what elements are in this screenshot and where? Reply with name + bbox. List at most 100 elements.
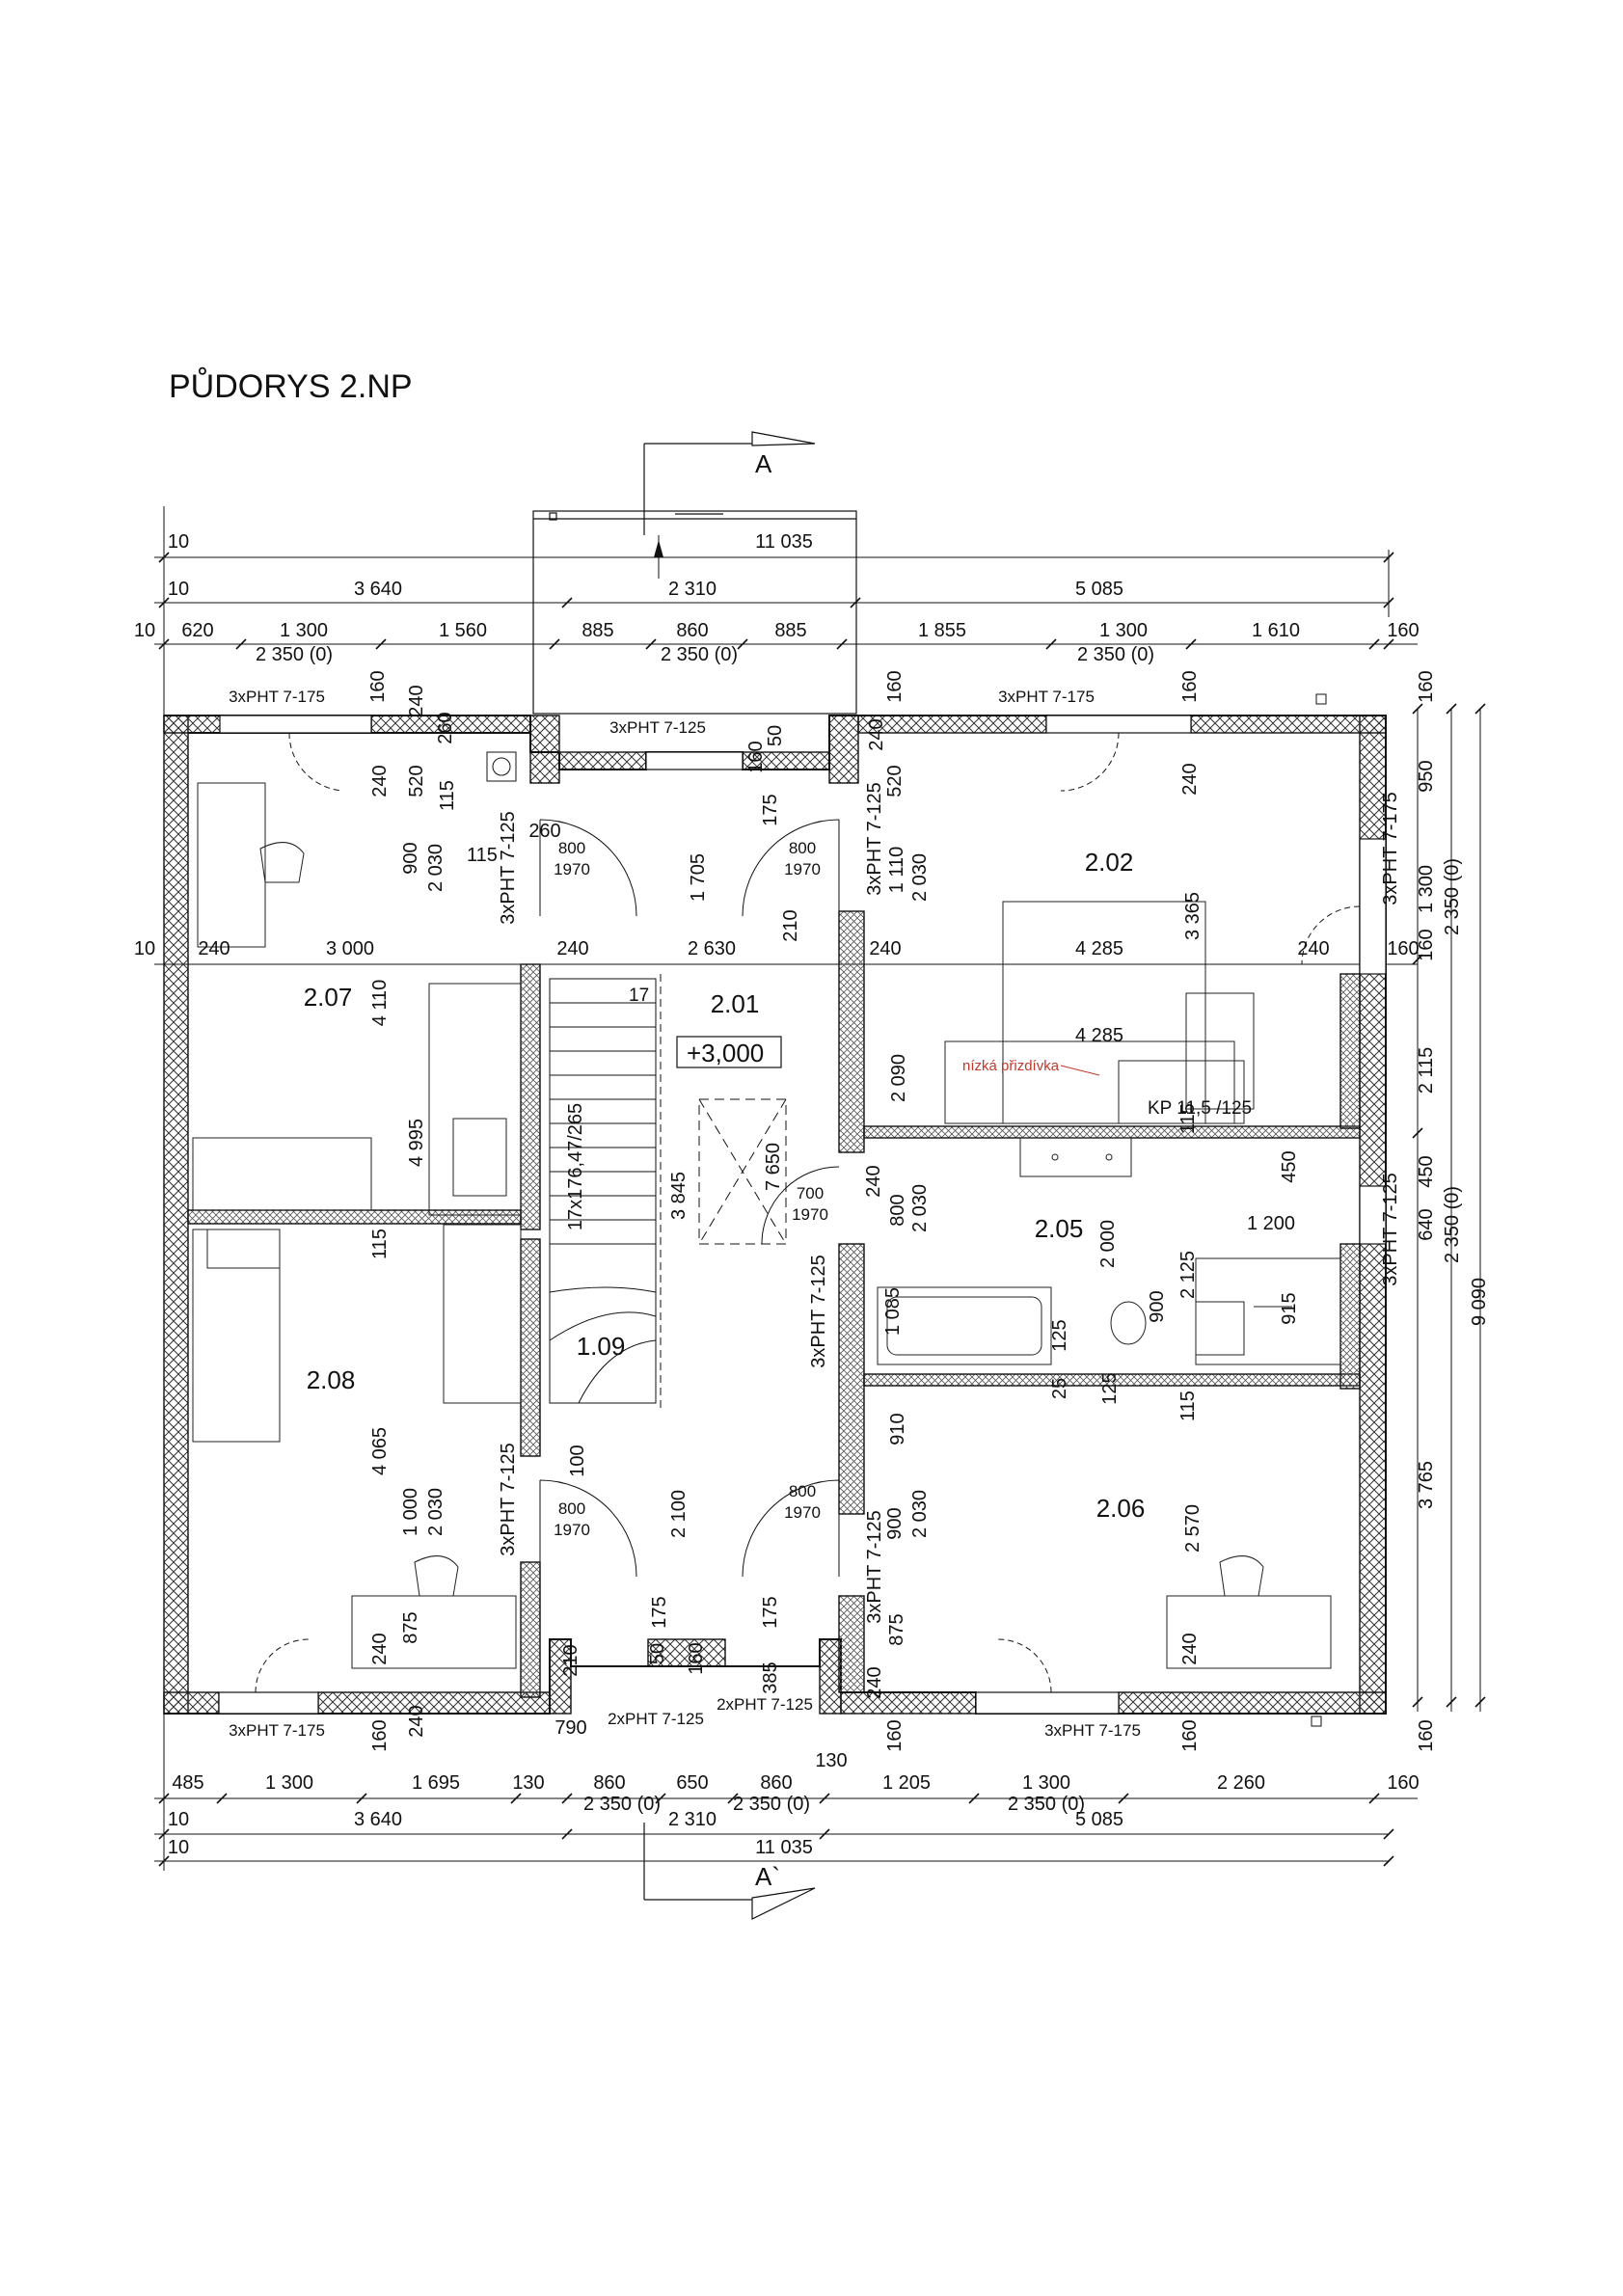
staircase	[549, 974, 787, 1408]
door-width: 700	[797, 1184, 824, 1202]
door-height: 1970	[784, 860, 821, 878]
dimension-label: 1 300	[1022, 1772, 1070, 1794]
stair-step-count: 17	[629, 986, 649, 1006]
dimension-label-vertical: 900	[400, 842, 421, 874]
window-tag: 3xPHT 7-175	[998, 688, 1095, 706]
dimension-label-vertical: 3 365	[1182, 892, 1204, 940]
room-label: 1.09	[577, 1332, 626, 1361]
dimension-label-vertical: 175	[760, 1596, 781, 1628]
dimension-label-vertical: 260	[435, 712, 456, 743]
top-balcony-outline	[532, 510, 857, 715]
door-width: 800	[789, 839, 816, 857]
dimension-label-vertical: 875	[400, 1611, 421, 1643]
dimension-label-vertical: 450	[1279, 1150, 1300, 1182]
dimension-label-vertical: 7 650	[763, 1143, 784, 1191]
dimension-label-vertical: 1 000	[400, 1488, 421, 1536]
furniture	[192, 782, 1341, 1669]
dimension-label: 11 035	[755, 1837, 813, 1858]
dimension-label-vertical: 4 995	[406, 1119, 427, 1167]
dimension-label: 790	[555, 1717, 586, 1739]
dimension-label: 1 855	[918, 620, 966, 641]
dimension-label-vertical: 160	[884, 670, 906, 702]
dimension-label-vertical: 950	[1416, 760, 1437, 792]
dimension-label-vertical: 175	[649, 1596, 670, 1628]
dimension-label-vertical: 1 085	[882, 1287, 904, 1336]
dimension-ticks	[158, 552, 1486, 1867]
interior-walls	[187, 910, 1361, 1698]
dimension-label: 2 350 (0)	[1008, 1794, 1085, 1815]
dimension-label-vertical: 910	[887, 1413, 908, 1445]
dimension-label-vertical: 115	[1177, 1103, 1199, 1134]
dimension-label-vertical: 160	[1416, 670, 1437, 702]
dimension-label-vertical: 25	[1049, 1378, 1070, 1399]
dimension-label: 2 260	[1217, 1772, 1265, 1794]
dimension-label: 240	[1297, 938, 1329, 959]
dimension-label-vertical: 900	[1147, 1290, 1168, 1322]
dimension-label-vertical: 240	[1179, 1633, 1201, 1664]
dimension-label-vertical: 240	[1179, 763, 1201, 795]
dimension-label-vertical: 385	[760, 1661, 781, 1693]
section-label-bottom: A`	[755, 1862, 780, 1891]
dimension-label: 260	[528, 821, 560, 842]
dimension-label: 2 350 (0)	[733, 1794, 810, 1815]
dimension-label-vertical: 3xPHT 7-125	[498, 1443, 519, 1555]
corner-mark-top	[1315, 693, 1327, 705]
window-tag: 3xPHT 7-125	[609, 718, 706, 737]
window-tag: 3xPHT 7-175	[229, 1721, 325, 1740]
dimension-label: 10	[134, 620, 155, 641]
dimension-label: 1 560	[439, 620, 487, 641]
dimension-label-vertical: 2 030	[909, 1490, 931, 1538]
dimension-label: 2 350 (0)	[256, 644, 333, 665]
corner-mark-bottom	[1311, 1715, 1322, 1727]
dimension-label: 10	[168, 579, 189, 600]
dimension-label: 10	[134, 938, 155, 959]
dimension-label: 3 640	[354, 579, 402, 600]
section-marker-bottom: A`	[643, 1823, 816, 1920]
dimension-label: 1 200	[1247, 1213, 1295, 1234]
level-label: +3,000	[687, 1039, 764, 1067]
dimension-label-vertical: 240	[866, 718, 887, 750]
door-height: 1970	[792, 1205, 828, 1224]
dimension-label-vertical: 1 705	[688, 853, 709, 902]
window-tag: 3xPHT 7-175	[229, 688, 325, 706]
dimension-label: 10	[168, 1809, 189, 1830]
dimension-label-vertical: 160	[686, 1642, 707, 1674]
kp-note: KP 11,5 /125	[1148, 1098, 1252, 1119]
dimension-label-vertical: 240	[863, 1165, 884, 1197]
red-note: nízká přizdívka	[962, 1058, 1060, 1074]
dimension-label-vertical: 50	[647, 1643, 668, 1664]
dimension-label-vertical: 160	[1179, 1719, 1201, 1751]
dimension-label: 4 285	[1075, 938, 1123, 959]
dimension-label-vertical: 115	[369, 1229, 391, 1259]
dimension-label: 160	[1387, 938, 1419, 959]
dimension-label-vertical: 240	[369, 1633, 391, 1664]
dimension-label: 1 300	[280, 620, 328, 641]
drawing-title: PŮDORYS 2.NP	[169, 367, 413, 405]
dimension-label-vertical: 160	[1179, 670, 1201, 702]
dimension-label: 1 300	[1099, 620, 1148, 641]
dimension-label: 2 630	[688, 938, 736, 959]
dimension-label: 5 085	[1075, 579, 1123, 600]
dimension-label: 860	[760, 1772, 792, 1794]
dimension-label-vertical: 3xPHT 7-125	[498, 811, 519, 924]
room-label: 2.02	[1085, 848, 1134, 877]
dimension-label-vertical: 3 765	[1416, 1461, 1437, 1509]
chimney-flue	[492, 757, 511, 776]
dimension-label-vertical: 3xPHT 7-125	[864, 1510, 885, 1623]
door-height: 1970	[554, 860, 590, 878]
door-width: 800	[558, 839, 585, 857]
dimension-label-vertical: 915	[1279, 1292, 1300, 1324]
dimension-label: 2 350 (0)	[583, 1794, 661, 1815]
room-label: 2.08	[307, 1365, 356, 1394]
dimension-label: 650	[676, 1772, 708, 1794]
room-labels: 2.012.022.052.062.072.081.09	[304, 848, 1146, 1523]
dimension-label-vertical: 520	[884, 765, 906, 797]
section-marker-top: A	[643, 431, 816, 579]
dimension-label-vertical: 1 110	[886, 847, 907, 894]
level-box	[676, 1036, 782, 1068]
window-tag: 2xPHT 7-125	[717, 1695, 813, 1714]
dimension-label-vertical: 2 030	[909, 853, 931, 902]
